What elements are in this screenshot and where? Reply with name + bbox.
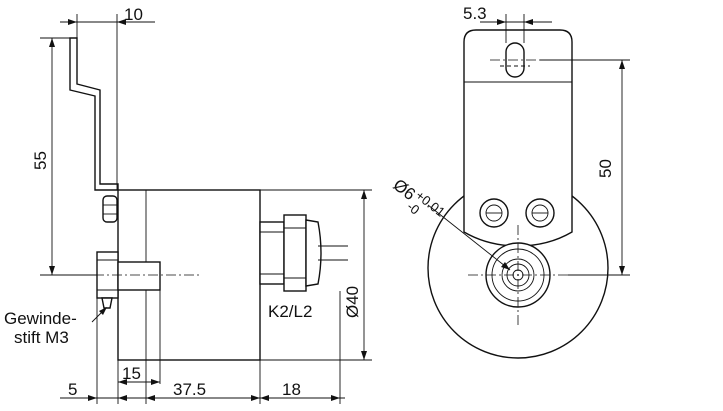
dim-bracket-to-center: 50 bbox=[596, 159, 615, 178]
bracket-screw bbox=[102, 195, 118, 223]
dim-bracket-height: 55 bbox=[31, 151, 50, 170]
cable-gland-body bbox=[283, 214, 307, 292]
side-view bbox=[40, 37, 348, 361]
dim-connector-length: 18 bbox=[282, 380, 301, 399]
shaft-diameter-leader bbox=[427, 204, 511, 271]
dim-bracket-width: 10 bbox=[124, 5, 143, 24]
shaft bbox=[117, 261, 161, 291]
dim-left-offset: 5 bbox=[68, 380, 77, 399]
dim-body-diameter: Ø40 bbox=[343, 286, 362, 318]
front-view-dimensions: 5.3 50 Ø6 +0.01 -0 bbox=[390, 4, 630, 276]
front-view bbox=[427, 29, 609, 359]
dim-flange: 15 bbox=[122, 364, 141, 383]
set-screw bbox=[101, 297, 113, 309]
cable-gland-nut bbox=[259, 221, 285, 285]
cable-gland-cap bbox=[305, 219, 322, 287]
label-connector: K2/L2 bbox=[268, 302, 312, 321]
dim-body-length: 37.5 bbox=[173, 380, 206, 399]
dim-hole-offset: 5.3 bbox=[463, 4, 487, 23]
mounting-bracket bbox=[69, 37, 119, 191]
label-setscrew-line1: Gewinde- bbox=[4, 309, 77, 328]
label-setscrew-line2: stift M3 bbox=[14, 328, 69, 347]
side-view-dimensions: 10 55 15 5 37.5 18 bbox=[4, 5, 372, 404]
